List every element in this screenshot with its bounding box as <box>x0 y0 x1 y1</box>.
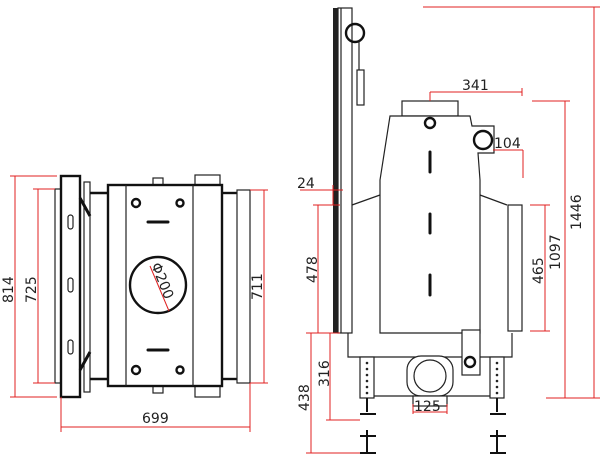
door-edge <box>333 8 338 333</box>
hinge-icon <box>78 197 92 371</box>
dim-478: 478 <box>305 256 321 283</box>
dim-24: 24 <box>297 176 315 192</box>
dim-465: 465 <box>531 257 547 284</box>
side-glass <box>507 204 523 332</box>
slot <box>67 339 74 355</box>
bolt-hole <box>175 365 185 375</box>
pulley-icon <box>344 22 366 44</box>
firebox-body <box>106 183 224 388</box>
side-view: 1446 1097 465 341 104 24 478 316 438 125 <box>297 6 600 454</box>
tab <box>194 385 221 398</box>
air-outlet <box>472 129 494 151</box>
flue-diameter-label: Φ200 <box>147 261 176 302</box>
hole <box>423 116 437 130</box>
dim-725: 725 <box>24 276 40 303</box>
counterweight <box>356 69 365 106</box>
door-frame <box>59 174 82 399</box>
slot <box>67 277 74 293</box>
bracket <box>461 329 481 376</box>
dim-316: 316 <box>317 360 333 387</box>
door-panel <box>337 7 353 334</box>
right-panel <box>236 189 251 384</box>
dim-699: 699 <box>142 411 169 427</box>
dim-438: 438 <box>297 384 313 411</box>
thin-strip <box>83 181 91 393</box>
dim-711: 711 <box>250 273 266 300</box>
tab <box>194 174 221 186</box>
bolt-hole <box>130 197 142 209</box>
dim-814: 814 <box>1 276 17 303</box>
firebox-body <box>379 115 495 334</box>
flue-circle <box>128 255 188 315</box>
dim-1446: 1446 <box>569 194 585 230</box>
dim-1097: 1097 <box>548 234 564 270</box>
dim-125: 125 <box>414 399 441 415</box>
flue-collar <box>401 100 459 117</box>
slot <box>67 214 74 230</box>
bolt-hole <box>130 364 142 376</box>
bolt-hole <box>175 198 185 208</box>
air-inlet-circle <box>413 359 447 393</box>
dim-341: 341 <box>462 78 489 94</box>
front-view: Φ200 814 725 711 699 <box>1 174 268 432</box>
dim-104: 104 <box>494 136 521 152</box>
